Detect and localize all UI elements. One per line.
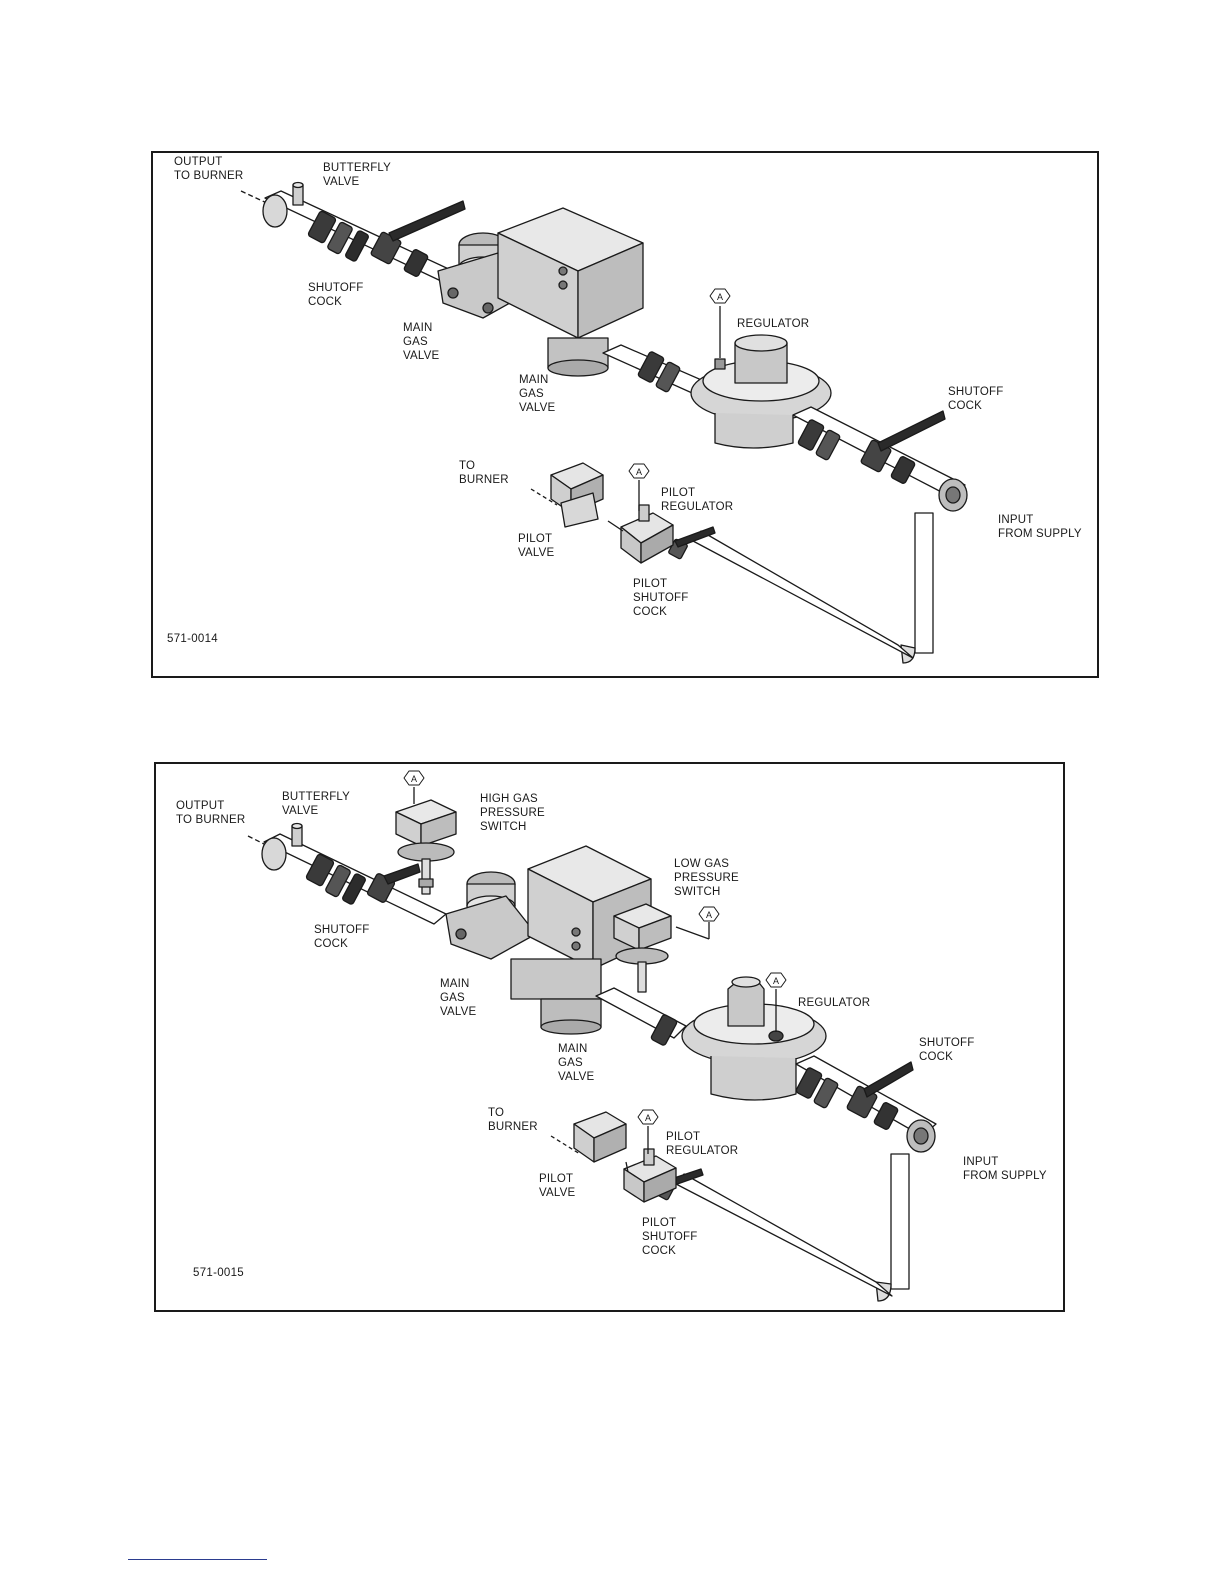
main-gas-valve-1 [445,871,537,960]
pilot-valve-body [550,462,604,528]
pilot-leader-line [550,1135,581,1155]
figure-id-2: 571-0015 [193,1267,244,1279]
callout-marker-high-gas-switch: A [403,770,425,804]
gas-train-drawing-2: A [247,770,937,1302]
pilot-regulator-body [620,504,674,564]
pilot-valve-body [573,1111,627,1163]
callout-letter: A [717,292,723,302]
callout-letter: A [636,467,642,477]
butterfly-valve-body [262,194,288,228]
shutoff-cock-left [370,200,466,277]
callout-marker-pilot-regulator: A [637,1109,659,1154]
regulator-body [681,976,827,1101]
label-regulator: REGULATOR [737,318,810,330]
callout-marker-pilot-regulator: A [628,463,650,511]
label-regulator: REGULATOR [798,997,871,1009]
callout-letter: A [706,910,712,920]
high-gas-pressure-switch-body [395,799,457,895]
butterfly-valve-body [261,837,287,871]
union-fitting-right [797,419,841,461]
shutoff-cock-right [860,410,946,484]
pilot-connector [625,1161,629,1173]
gas-train-diagram-2: A [154,762,1065,1312]
low-gas-pressure-switch-body [613,903,672,993]
union-fitting-right [795,1067,839,1109]
figure-id-1: 571-0014 [167,633,218,645]
callout-letter: A [411,774,417,784]
pilot-pipe [692,530,914,659]
shutoff-cock-right [846,1061,914,1130]
union-fitting-left [305,853,366,905]
gas-train-drawing-1: A A [240,181,968,664]
shutoff-cock-left [366,863,421,903]
callout-marker-regulator: A [765,972,787,1032]
union-fitting-middle [650,1014,678,1046]
callout-marker-low-gas-switch: A [675,906,720,940]
pilot-leader-line [530,488,558,506]
pilot-drop-pipe [914,512,934,654]
pilot-connector [607,520,624,532]
callout-marker-regulator: A [709,288,731,358]
pilot-pipe [675,1173,893,1297]
union-fitting-middle [637,351,681,393]
callout-letter: A [773,976,779,986]
callout-letter: A [645,1113,651,1123]
footnote-rule [128,1559,267,1560]
valve-actuator-box [497,207,644,377]
pilot-drop-pipe [890,1153,910,1290]
union-fitting-left [307,210,369,262]
regulator-body [690,334,832,449]
pilot-regulator-body [623,1148,677,1203]
